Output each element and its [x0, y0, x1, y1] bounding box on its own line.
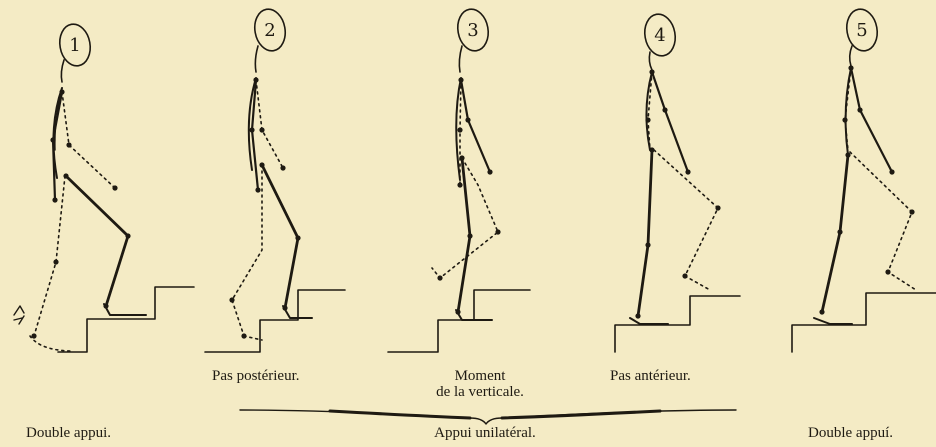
figure-number-3: 3 [467, 20, 478, 41]
caption-pas-anterieur: Pas antérieur. [610, 368, 770, 385]
stair-2 [205, 290, 345, 352]
caption-double-appui-left: Double appui. [26, 425, 166, 442]
figure-number-1: 1 [69, 35, 80, 56]
stair-4 [615, 296, 740, 352]
stair-1 [58, 287, 194, 352]
figure-3 [432, 7, 498, 320]
figure-1 [14, 22, 146, 351]
caption-appui-unilateral: Appui unilatéral. [405, 425, 565, 442]
caption-double-appui-right: Double appuí. [808, 425, 928, 442]
figure-number-2: 2 [264, 20, 275, 41]
figure-4 [630, 12, 718, 324]
brace [240, 410, 736, 424]
stair-5 [792, 293, 936, 352]
figure-5 [814, 7, 916, 324]
caption-moment-line2: de la verticale. [410, 384, 550, 401]
neck-1 [61, 60, 64, 82]
caption-pas-posterieur: Pas postérieur. [212, 368, 372, 385]
caption-moment-line1: Moment [410, 368, 550, 385]
figure-number-4: 4 [654, 25, 665, 46]
figure-number-5: 5 [856, 20, 867, 41]
